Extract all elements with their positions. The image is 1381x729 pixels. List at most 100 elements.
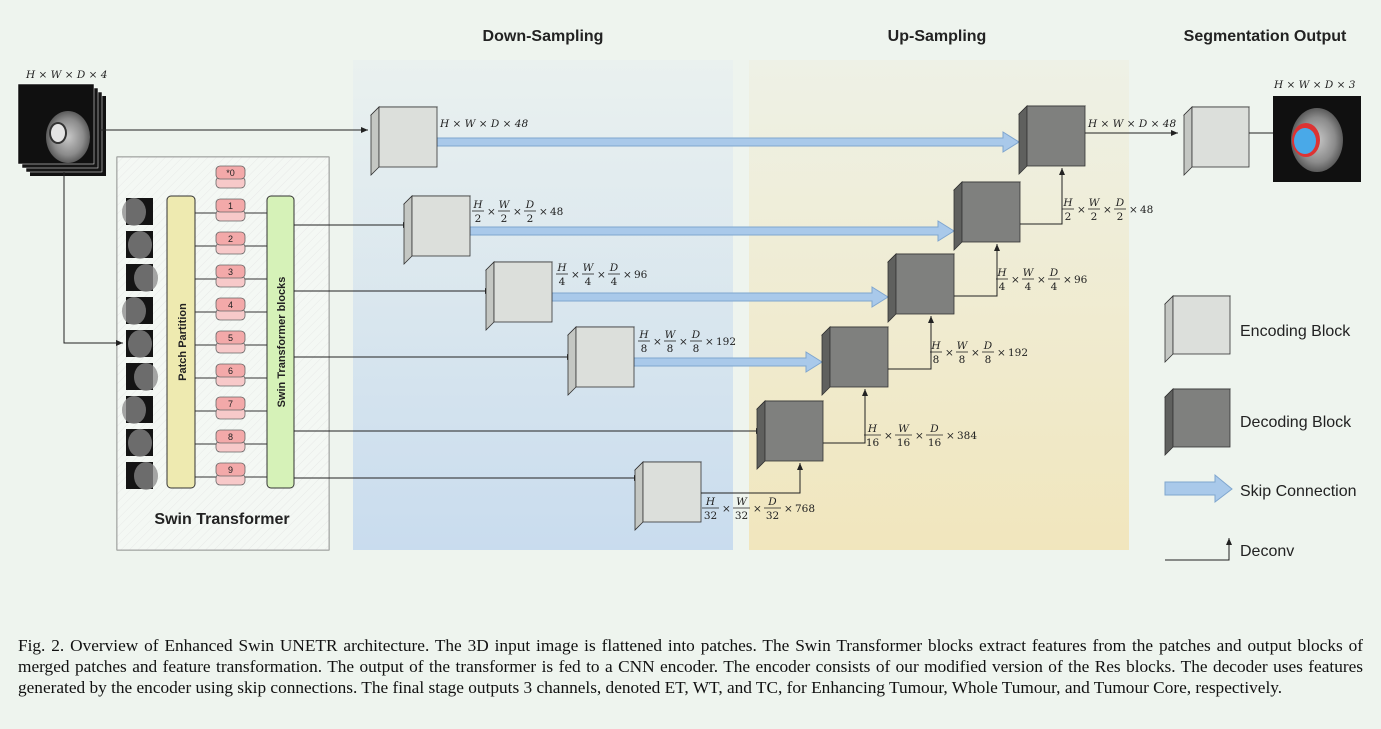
dimension-label: H8×W8×D8×192 bbox=[930, 340, 1028, 366]
svg-text:×: × bbox=[722, 503, 731, 515]
svg-text:8: 8 bbox=[959, 354, 966, 366]
input-image-stack bbox=[17, 83, 106, 176]
encoding-block bbox=[485, 261, 553, 331]
swin-blocks-bar bbox=[266, 195, 295, 489]
svg-text:W: W bbox=[665, 329, 677, 341]
svg-text:×: × bbox=[1129, 204, 1138, 216]
token: 7 bbox=[195, 396, 267, 420]
svg-text:D: D bbox=[691, 329, 701, 341]
token-label: 6 bbox=[228, 366, 233, 376]
svg-text:×: × bbox=[653, 336, 662, 348]
token-label: 7 bbox=[228, 399, 233, 409]
skip-connections bbox=[436, 131, 1020, 373]
decoding-block bbox=[1018, 105, 1086, 175]
svg-text:×: × bbox=[915, 430, 924, 442]
svg-text:×: × bbox=[997, 347, 1006, 359]
token: *0 bbox=[215, 165, 246, 189]
token-column: *0 1 2 3 4 5 6 7 8 9 bbox=[195, 165, 267, 486]
token-label: 5 bbox=[228, 333, 233, 343]
token: 8 bbox=[195, 429, 267, 453]
svg-text:96: 96 bbox=[634, 269, 648, 281]
svg-text:H: H bbox=[705, 496, 716, 508]
svg-text:×: × bbox=[597, 269, 606, 281]
deconv-arrow bbox=[701, 463, 803, 494]
skip-arrow bbox=[551, 286, 889, 308]
svg-text:32: 32 bbox=[766, 510, 779, 522]
svg-text:W: W bbox=[1089, 197, 1101, 209]
svg-text:D: D bbox=[1115, 197, 1125, 209]
header-up-sampling: Up-Sampling bbox=[888, 28, 987, 45]
svg-text:96: 96 bbox=[1074, 274, 1088, 286]
svg-text:H × W × D × 48: H × W × D × 48 bbox=[1087, 118, 1176, 130]
svg-text:×: × bbox=[1103, 204, 1112, 216]
svg-text:2: 2 bbox=[1117, 211, 1124, 223]
dimension-label: H8×W8×D8×192 bbox=[638, 329, 736, 355]
svg-text:×: × bbox=[571, 269, 580, 281]
svg-text:768: 768 bbox=[795, 503, 815, 515]
svg-text:W: W bbox=[898, 423, 910, 435]
patch-thumbnail bbox=[122, 297, 153, 325]
patch-thumbnails bbox=[122, 198, 158, 490]
svg-text:H: H bbox=[867, 423, 878, 435]
svg-text:384: 384 bbox=[957, 430, 977, 442]
svg-text:8: 8 bbox=[667, 343, 674, 355]
encoding-block bbox=[370, 106, 438, 176]
legend-decoding-label: Decoding Block bbox=[1240, 414, 1352, 431]
deconv-arrow bbox=[823, 389, 868, 444]
token-label: *0 bbox=[226, 168, 235, 178]
svg-text:8: 8 bbox=[985, 354, 992, 366]
header-segmentation-output: Segmentation Output bbox=[1184, 28, 1347, 45]
legend-decoding-cube bbox=[1164, 388, 1231, 456]
legend-encoding-label: Encoding Block bbox=[1240, 323, 1351, 340]
decoding-block bbox=[821, 326, 889, 396]
dimension-label: H2×W2×D2×48 bbox=[1062, 197, 1153, 223]
output-shape-label: H × W × D × 3 bbox=[1273, 79, 1356, 91]
svg-text:×: × bbox=[784, 503, 793, 515]
token: 4 bbox=[195, 297, 267, 321]
token: 9 bbox=[195, 462, 267, 486]
svg-text:D: D bbox=[983, 340, 993, 352]
svg-text:×: × bbox=[1011, 274, 1020, 286]
svg-text:×: × bbox=[945, 347, 954, 359]
token-label: 3 bbox=[228, 267, 233, 277]
svg-text:×: × bbox=[539, 206, 548, 218]
figure-caption: Fig. 2. Overview of Enhanced Swin UNETR … bbox=[18, 636, 1363, 697]
svg-text:32: 32 bbox=[704, 510, 717, 522]
svg-text:D: D bbox=[1049, 267, 1059, 279]
skip-arrow bbox=[633, 351, 823, 373]
architecture-diagram: Down-Sampling Up-Sampling Segmentation O… bbox=[17, 28, 1361, 561]
svg-text:192: 192 bbox=[1008, 347, 1028, 359]
svg-text:H × W × D × 48: H × W × D × 48 bbox=[439, 118, 528, 130]
token-label: 9 bbox=[228, 465, 233, 475]
patch-partition-bar bbox=[166, 195, 196, 489]
svg-text:2: 2 bbox=[475, 213, 482, 225]
svg-text:×: × bbox=[946, 430, 955, 442]
svg-text:×: × bbox=[679, 336, 688, 348]
svg-text:×: × bbox=[1037, 274, 1046, 286]
svg-text:H: H bbox=[996, 267, 1007, 279]
header-down-sampling: Down-Sampling bbox=[483, 28, 604, 45]
deconv-arrow bbox=[954, 244, 1000, 297]
token: 3 bbox=[195, 264, 267, 288]
swin-transformer-title: Swin Transformer bbox=[154, 511, 289, 528]
patch-thumbnail bbox=[122, 198, 153, 226]
svg-text:×: × bbox=[513, 206, 522, 218]
svg-text:H: H bbox=[1062, 197, 1073, 209]
patch-thumbnail bbox=[126, 429, 153, 457]
token-label: 4 bbox=[228, 300, 233, 310]
legend-deconv-arrow bbox=[1165, 538, 1232, 561]
decoding-block bbox=[953, 181, 1021, 251]
svg-text:4: 4 bbox=[1051, 281, 1058, 293]
token: 5 bbox=[195, 330, 267, 354]
swin-blocks-label: Swin Transformer blocks bbox=[276, 277, 288, 408]
svg-text:4: 4 bbox=[611, 276, 618, 288]
dimension-label: H × W × D × 48 bbox=[1087, 118, 1176, 130]
svg-text:H: H bbox=[472, 199, 483, 211]
dimension-label: H16×W16×D16×384 bbox=[864, 423, 977, 449]
token: 2 bbox=[195, 231, 267, 255]
svg-text:×: × bbox=[971, 347, 980, 359]
token-label: 1 bbox=[228, 201, 233, 211]
dimension-labels: H × W × D × 48H2×W2×D2×48H4×W4×D4×96H8×W… bbox=[439, 118, 1176, 522]
svg-text:×: × bbox=[1063, 274, 1072, 286]
dimension-label: H2×W2×D2×48 bbox=[472, 199, 563, 225]
